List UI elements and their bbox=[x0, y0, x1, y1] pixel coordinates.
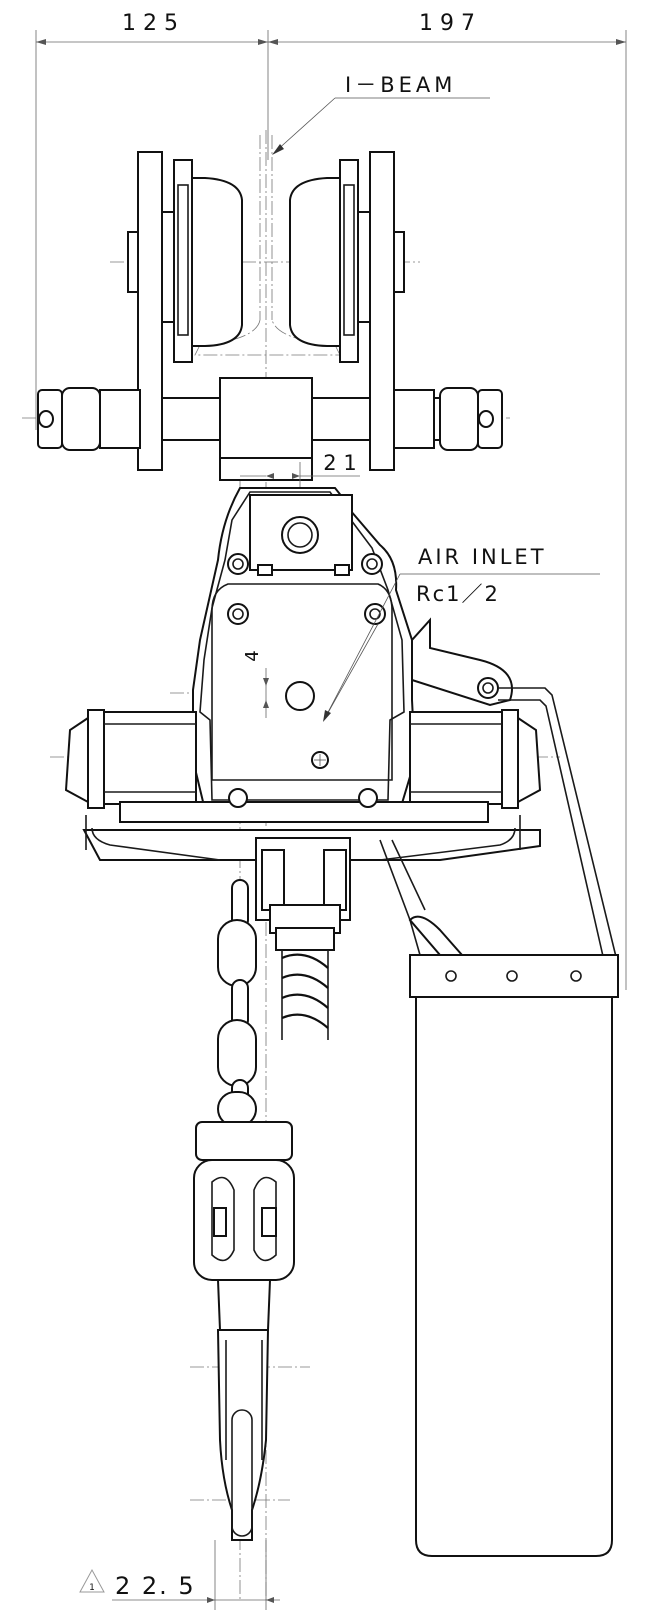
dim-left-width: 1 2 5 bbox=[122, 11, 178, 36]
air-inlet-leader bbox=[323, 573, 600, 722]
air-inlet-thread-label: Rc1／2 bbox=[416, 582, 500, 606]
dim-21-lines bbox=[240, 462, 360, 490]
dim-right-width: 1 9 7 bbox=[419, 11, 475, 36]
trolley bbox=[37, 151, 503, 481]
dim-offset-21: 2 1 bbox=[323, 451, 356, 475]
hook-block bbox=[193, 1121, 295, 1541]
chain-guide-base bbox=[82, 788, 541, 951]
dim-hook-width: 2 2. 5 bbox=[115, 1572, 196, 1600]
overall-dimension-lines bbox=[35, 30, 627, 990]
i-beam-profile bbox=[194, 135, 341, 356]
revision-mark: 1 bbox=[89, 1583, 95, 1593]
i-beam-leader bbox=[272, 97, 490, 155]
air-hose bbox=[281, 950, 329, 1040]
i-beam-label: I－BEAM bbox=[345, 73, 456, 97]
load-chain bbox=[217, 879, 257, 1129]
air-inlet-label: AIR INLET bbox=[418, 545, 547, 569]
hoist-body bbox=[192, 487, 513, 811]
dim-offset-4: 4 bbox=[242, 650, 263, 661]
chain-bag bbox=[379, 687, 619, 1557]
air-motor-cylinders bbox=[64, 709, 542, 809]
dim-hook-lines bbox=[79, 1540, 280, 1610]
dim-4-lines bbox=[263, 668, 269, 718]
